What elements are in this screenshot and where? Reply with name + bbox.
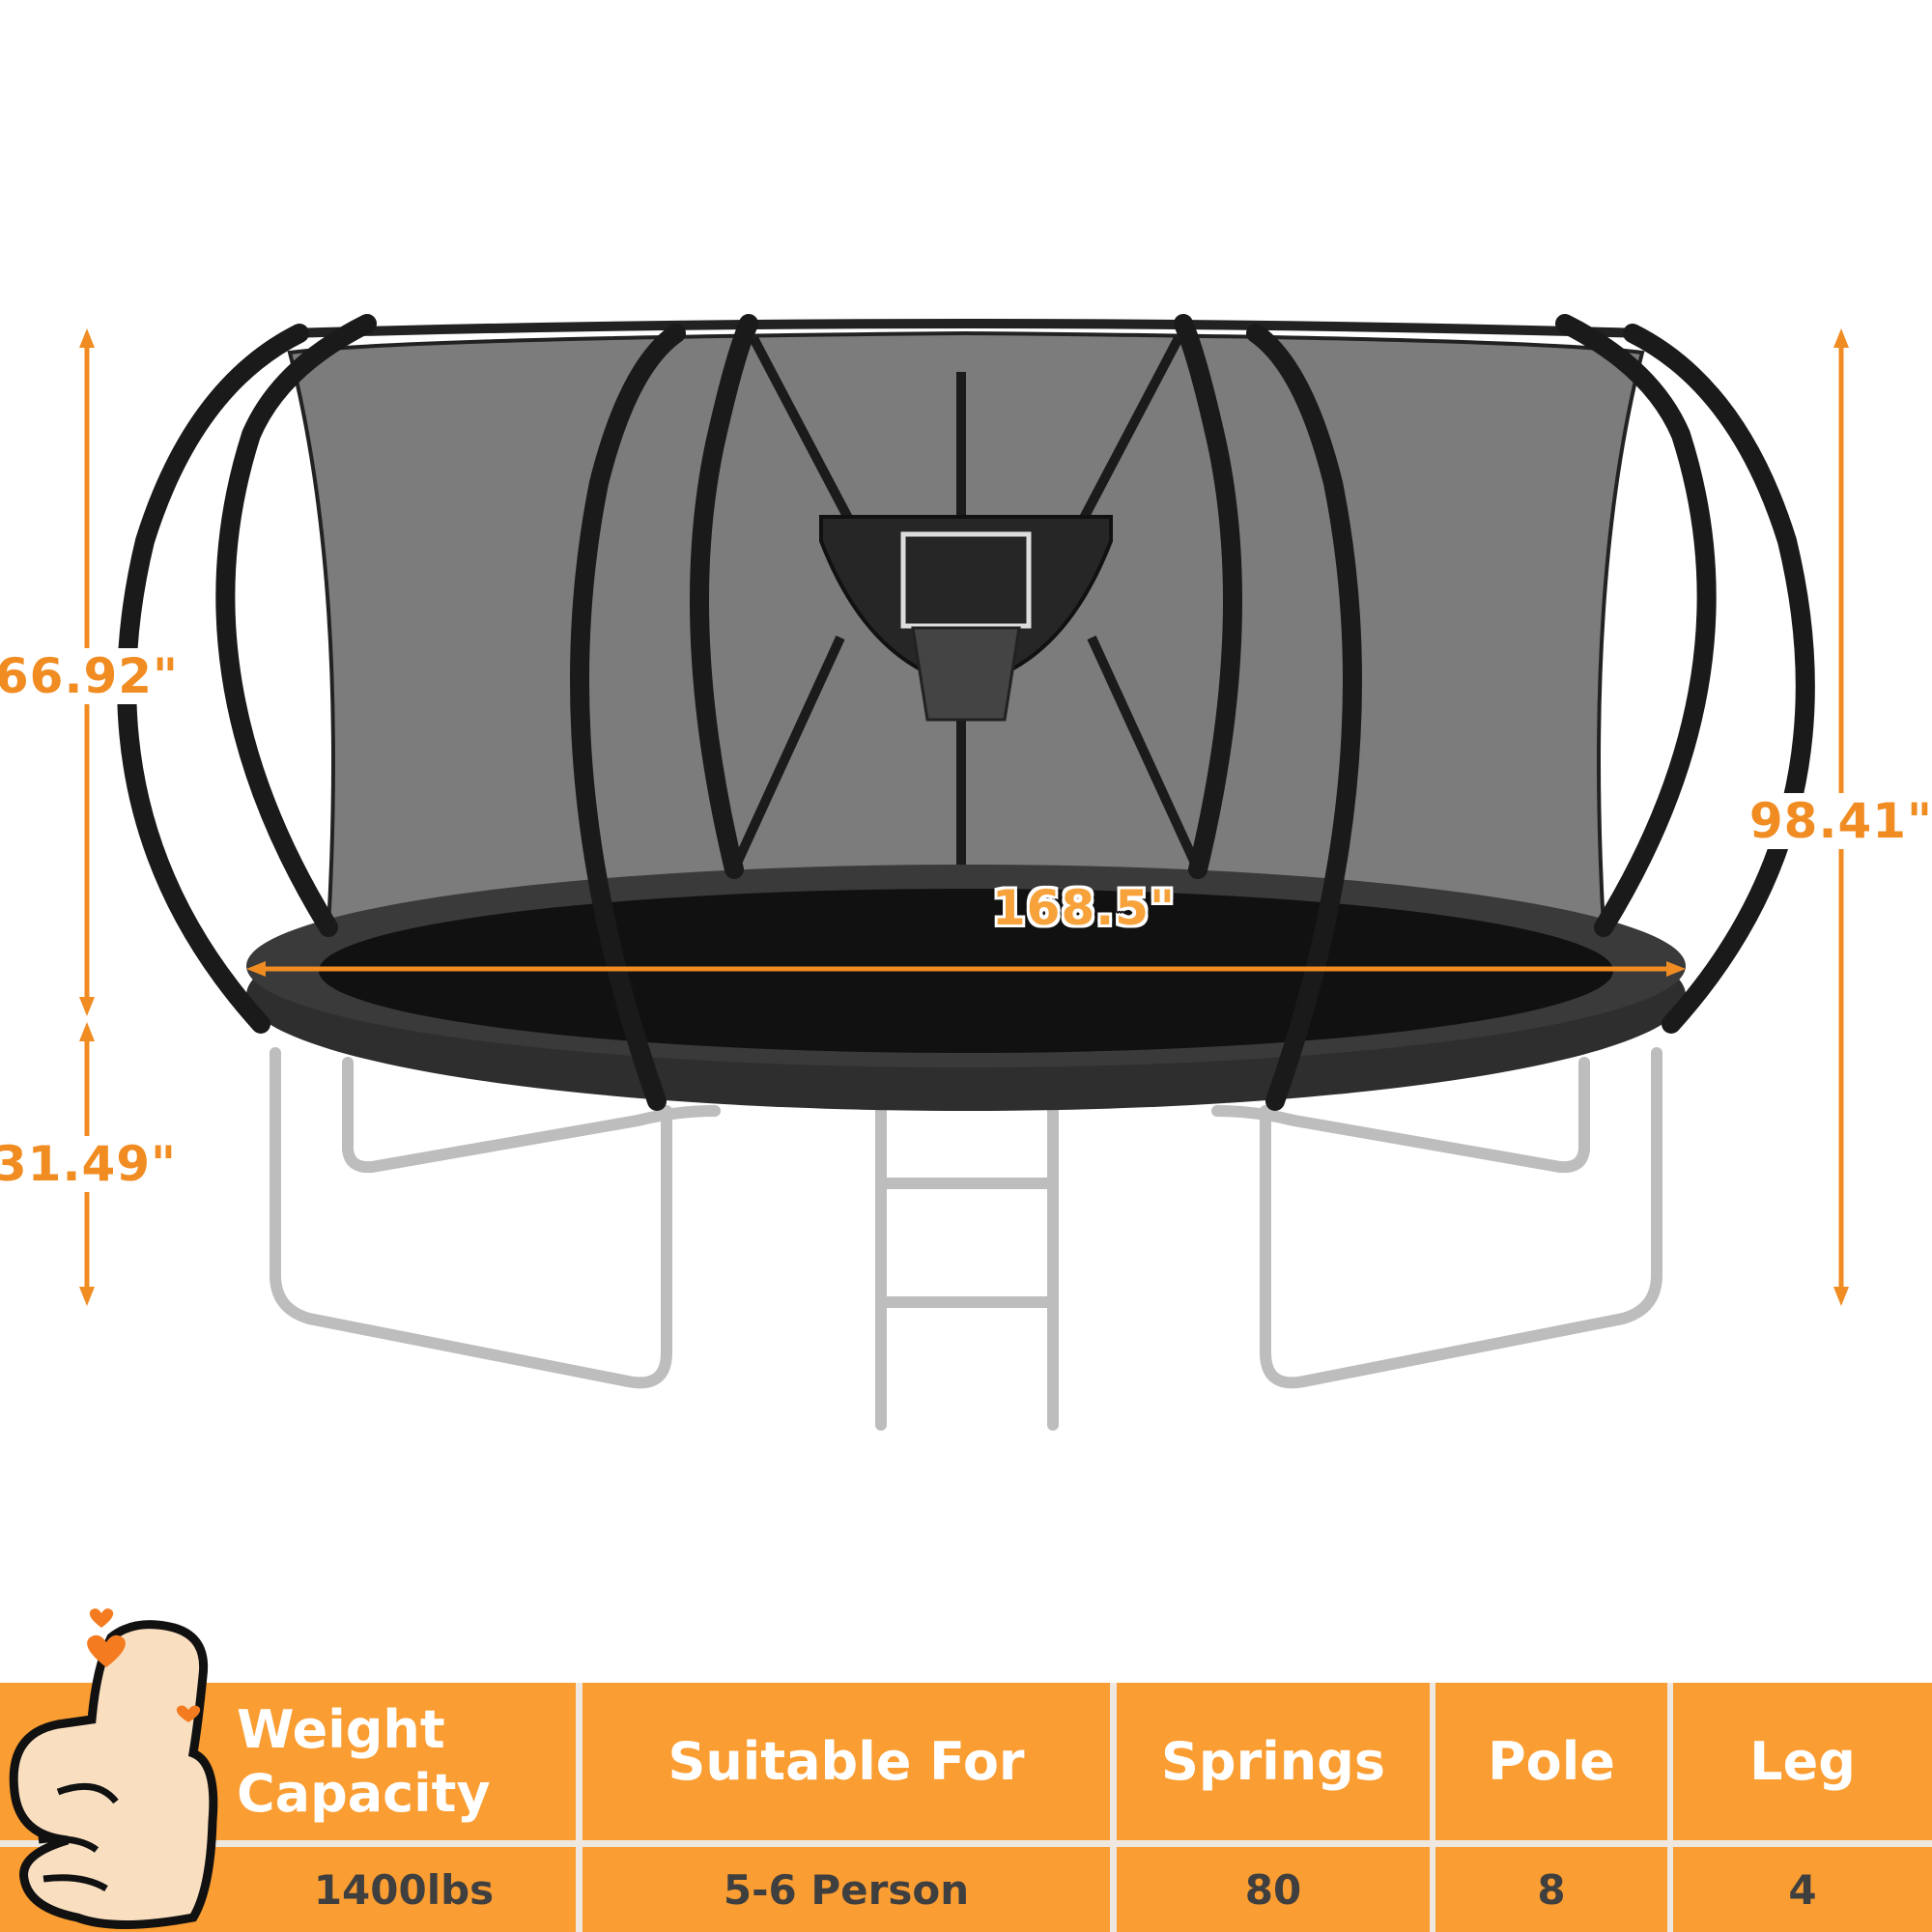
heart-icon (89, 1608, 114, 1628)
leg-height-label: 31.49" (0, 1136, 182, 1192)
enclosure-poles (117, 314, 1815, 1111)
header-springs: Springs (1117, 1683, 1430, 1840)
heart-icon (176, 1705, 201, 1722)
heart-icon (87, 1634, 126, 1667)
value-pole: 8 (1435, 1847, 1667, 1932)
header-suitable-for: Suitable For (582, 1683, 1110, 1840)
value-suitable-for: 5-6 Person (582, 1847, 1110, 1932)
value-springs: 80 (1117, 1847, 1430, 1932)
net-height-label: 66.92" (0, 648, 184, 704)
header-pole: Pole (1435, 1683, 1667, 1840)
total-height-label: 98.41" (1745, 793, 1932, 849)
thumbs-up-icon (9, 1608, 218, 1929)
trampoline-legs (270, 1047, 1662, 1431)
basketball-hoop (819, 515, 1113, 722)
value-leg: 4 (1673, 1847, 1932, 1932)
header-leg: Leg (1673, 1683, 1932, 1840)
diameter-label: 168.5" (991, 880, 1177, 936)
specs-table: Weight Capacity Suitable For Springs Pol… (0, 1683, 1932, 1932)
